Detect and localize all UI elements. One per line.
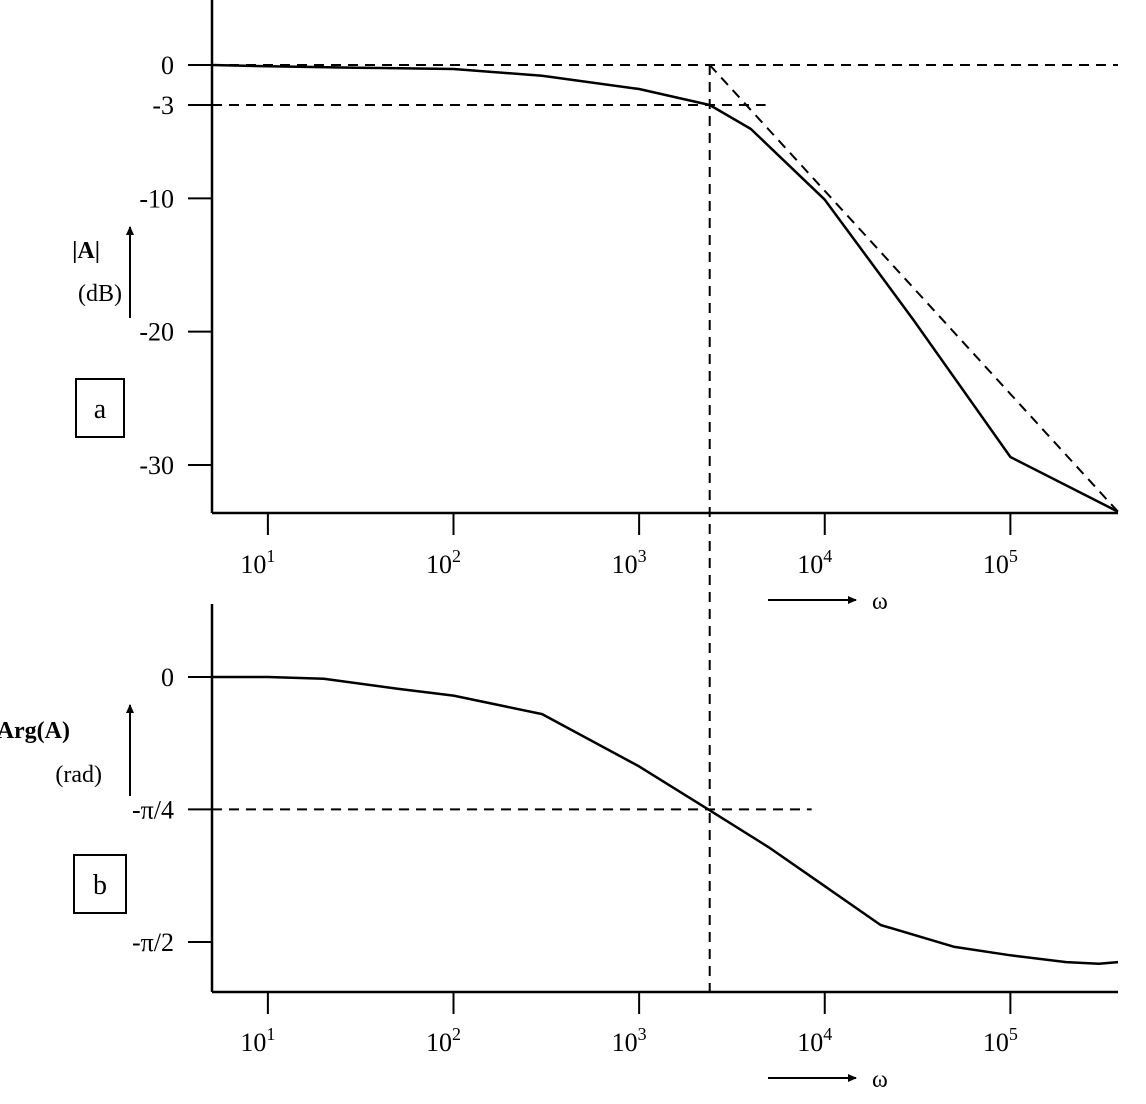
x-tick-base: 10 bbox=[612, 1028, 638, 1057]
x-tick-base: 10 bbox=[797, 1028, 823, 1057]
x-tick-label: 105 bbox=[983, 546, 1018, 579]
x-tick-exponent: 2 bbox=[452, 546, 461, 566]
y-tick-label: 0 bbox=[161, 51, 174, 80]
x-tick-label: 102 bbox=[426, 1024, 461, 1057]
x-tick-base: 10 bbox=[983, 1028, 1009, 1057]
asymptote-line bbox=[708, 64, 1119, 513]
x-tick-exponent: 1 bbox=[266, 546, 275, 566]
x-tick-label: 102 bbox=[426, 546, 461, 579]
response-curve bbox=[212, 675, 1119, 966]
y-axis-label-text: |A| bbox=[72, 238, 100, 264]
panel-label: a bbox=[94, 394, 107, 425]
x-tick-base: 10 bbox=[240, 1028, 266, 1057]
y-tick-label: -3 bbox=[152, 91, 174, 120]
panel-label-box bbox=[73, 854, 127, 914]
x-axis-label: ω bbox=[872, 1067, 888, 1093]
y-tick-label: -30 bbox=[139, 451, 174, 480]
x-tick-label: 105 bbox=[983, 1024, 1018, 1057]
x-tick-exponent: 3 bbox=[638, 1024, 647, 1044]
y-tick-label: -10 bbox=[139, 184, 174, 213]
x-tick-base: 10 bbox=[426, 1028, 452, 1057]
x-tick-label: 103 bbox=[612, 546, 647, 579]
x-tick-label: 103 bbox=[612, 1024, 647, 1057]
x-tick-exponent: 3 bbox=[638, 546, 647, 566]
y-axis-label: Arg(A) bbox=[0, 718, 70, 744]
y-axis-label: |A| bbox=[72, 238, 100, 264]
x-tick-base: 10 bbox=[797, 550, 823, 579]
y-tick-label: -π/2 bbox=[132, 928, 174, 957]
x-axis-label: ω bbox=[872, 589, 888, 615]
x-tick-label: 104 bbox=[797, 1024, 832, 1057]
y-tick-label: -π/4 bbox=[132, 795, 174, 824]
x-tick-base: 10 bbox=[426, 550, 452, 579]
x-tick-base: 10 bbox=[983, 550, 1009, 579]
y-axis-unit: (dB) bbox=[78, 281, 122, 307]
response-curve bbox=[211, 63, 1119, 513]
y-axis-unit: (rad) bbox=[55, 762, 102, 788]
x-tick-exponent: 2 bbox=[452, 1024, 461, 1044]
x-tick-base: 10 bbox=[612, 550, 638, 579]
x-tick-exponent: 5 bbox=[1009, 1024, 1018, 1044]
x-tick-label: 101 bbox=[240, 1024, 275, 1057]
x-tick-exponent: 5 bbox=[1009, 546, 1018, 566]
y-tick-label: -20 bbox=[139, 318, 174, 347]
x-tick-label: 101 bbox=[240, 546, 275, 579]
panel-label-box bbox=[75, 378, 125, 438]
x-tick-base: 10 bbox=[240, 550, 266, 579]
x-tick-exponent: 4 bbox=[823, 1024, 832, 1044]
y-tick-label: 0 bbox=[161, 663, 174, 692]
x-tick-exponent: 1 bbox=[266, 1024, 275, 1044]
x-tick-label: 104 bbox=[797, 546, 832, 579]
panel-label: b bbox=[93, 870, 107, 901]
x-tick-exponent: 4 bbox=[823, 546, 832, 566]
